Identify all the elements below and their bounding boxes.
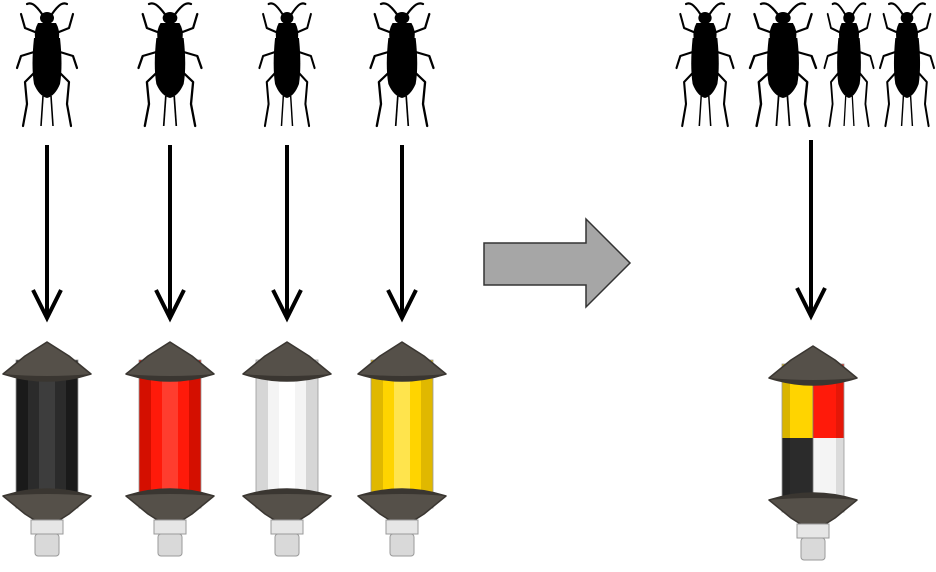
beetle-4-icon: [369, 2, 435, 128]
left-beetle-row: [15, 2, 435, 128]
trap-vane-center: [394, 360, 410, 508]
trap-vane-center: [39, 360, 55, 508]
right-beetle-group: [675, 2, 936, 128]
trap-cap-bottom: [2, 488, 92, 529]
trap-vane-right: [66, 360, 78, 508]
trap-cap-top: [125, 341, 215, 382]
trap-red: [125, 341, 215, 557]
trap-black: [2, 341, 92, 557]
trap-vane-left: [16, 360, 28, 508]
trap-vane-center: [162, 360, 178, 508]
trap-cap-bottom: [242, 488, 332, 529]
trap-vane-right: [421, 360, 433, 508]
trap-white: [242, 341, 332, 557]
trap-vane-right: [306, 360, 318, 508]
trap-cap-bottom: [357, 488, 447, 529]
beetle-2-icon: [137, 2, 203, 128]
transition-arrow-icon: [483, 217, 632, 309]
right-beetle-1-icon: [675, 2, 735, 128]
left-arrow-row: [31, 145, 418, 323]
combined-trap-cap-bottom: [768, 492, 858, 533]
trap-cap-top: [2, 341, 92, 382]
trap-cap-top: [242, 341, 332, 382]
right-beetle-3-icon: [823, 2, 875, 128]
down-arrow-2: [154, 145, 186, 323]
trap-collection-cup: [153, 519, 187, 557]
trap-cap-bottom: [125, 488, 215, 529]
trap-collection-cup: [385, 519, 419, 557]
trap-vane-left: [256, 360, 268, 508]
right-beetle-2-icon: [748, 2, 818, 128]
combined-trap: [768, 345, 858, 561]
combined-trap-cap-top: [768, 345, 858, 386]
trap-collection-cup: [270, 519, 304, 557]
combined-trap-collection-cup: [796, 523, 830, 561]
trap-vane-left: [139, 360, 151, 508]
combined-trap-body: [768, 345, 858, 561]
down-arrow-3: [271, 145, 303, 323]
trap-vane-center: [279, 360, 295, 508]
right-arrow: [795, 140, 827, 321]
beetle-3-icon: [258, 2, 316, 128]
trap-collection-cup: [30, 519, 64, 557]
right-beetle-4-icon: [878, 2, 936, 128]
beetle-1-icon: [15, 2, 79, 128]
down-arrow-1: [31, 145, 63, 323]
trap-yellow: [357, 341, 447, 557]
down-arrow-4: [386, 145, 418, 323]
trap-cap-top: [357, 341, 447, 382]
trap-vane-right: [189, 360, 201, 508]
trap-vane-left: [371, 360, 383, 508]
down-arrow-combined: [795, 140, 827, 321]
left-trap-row: [2, 341, 447, 557]
